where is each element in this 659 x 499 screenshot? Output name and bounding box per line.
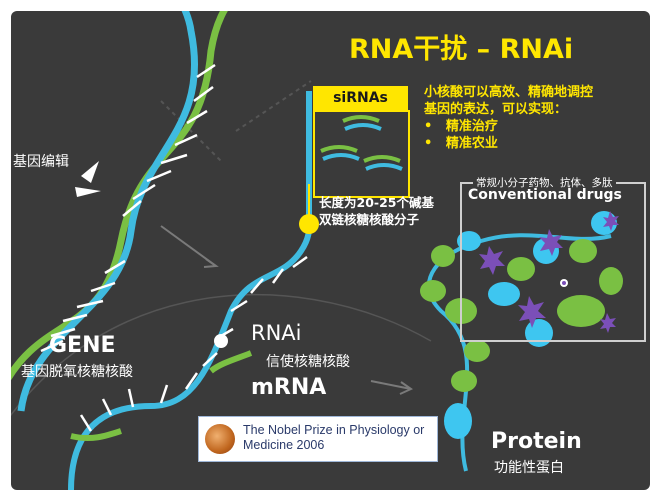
gene-subtitle: 基因脱氧核糖核酸 <box>21 364 133 380</box>
nobel-prize-box: The Nobel Prize in Physiology or Medicin… <box>198 416 438 462</box>
sirna-description-line2: 双链核糖核酸分子 <box>319 212 420 227</box>
sirna-connector-dot <box>299 214 319 234</box>
gene-editing-label: 基因编辑 <box>13 154 69 170</box>
nobel-line2: Medicine 2006 <box>243 438 325 452</box>
protein-label: Protein <box>491 429 582 454</box>
drug-molecules <box>479 211 619 333</box>
sirna-molecules <box>320 115 403 171</box>
sirna-description-line1: 长度为20-25个碱基 <box>319 195 434 210</box>
benefit-item: • 精准治疗 <box>424 119 498 134</box>
protein-subtitle: 功能性蛋白 <box>494 460 564 476</box>
benefits-text: 小核酸可以高效、精确地调控 基因的表达，可以实现： • 精准治疗 • 精准农业 <box>424 84 593 152</box>
benefit-label: 精准农业 <box>445 136 498 151</box>
gene-label: GENE <box>49 333 116 358</box>
benefits-intro-line2: 基因的表达，可以实现： <box>424 102 568 117</box>
sirna-description: 长度为20-25个碱基 双链核糖核酸分子 <box>319 194 434 228</box>
benefits-list: • 精准治疗 • 精准农业 <box>424 118 593 152</box>
dna-helix <box>11 11 228 412</box>
nobel-medal-icon <box>205 424 235 454</box>
rnai-subtitle: 信使核糖核酸 <box>266 354 350 370</box>
nobel-line1: The Nobel Prize in Physiology or <box>243 423 425 437</box>
diagram-panel: RNA干扰 – RNAi 基因编辑 GENE 基因脱氧核糖核酸 RNAi 信使核… <box>11 11 650 490</box>
mrna-label: mRNA <box>251 375 327 400</box>
sirna-tab: siRNAs <box>313 86 408 110</box>
gene-editing-marker <box>81 161 99 183</box>
arrow-mrna-to-protein <box>370 380 412 390</box>
benefit-label: 精准治疗 <box>445 119 498 134</box>
benefits-intro-line1: 小核酸可以高效、精确地调控 <box>424 85 594 100</box>
sirna-box <box>313 110 410 198</box>
mrna-strand <box>68 91 313 490</box>
benefit-item: • 精准农业 <box>424 136 498 151</box>
nobel-text: The Nobel Prize in Physiology or Medicin… <box>243 423 424 453</box>
conventional-caption: 常规小分子药物、抗体、多肽 <box>473 175 616 190</box>
conventional-title: Conventional drugs <box>468 187 622 203</box>
conventional-drugs-box <box>460 182 646 342</box>
rnai-label: RNAi <box>251 321 302 345</box>
diagram-graphics <box>11 11 623 490</box>
page-title: RNA干扰 – RNAi <box>349 34 574 65</box>
